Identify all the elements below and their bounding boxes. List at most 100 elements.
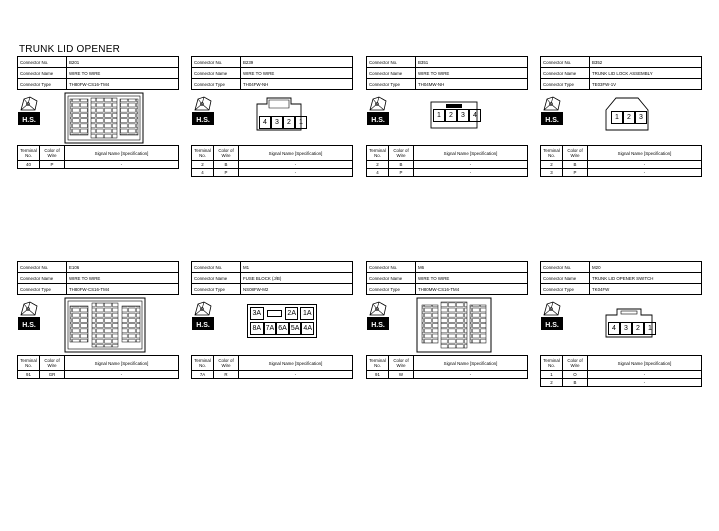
fuse-cavity: 5A: [288, 322, 302, 335]
terminal-no-header: Terminal No.: [191, 355, 214, 371]
pin: 3: [635, 111, 647, 124]
connector-no-label: Connector No.: [366, 56, 416, 68]
connector-outline: [605, 308, 653, 338]
terminal-no-header: Terminal No.: [540, 145, 563, 161]
connector-name-label: Connector Name: [17, 67, 67, 79]
connector-type-value: TH80FW-CS16-TM4: [66, 78, 179, 90]
terminal-no-header: Terminal No.: [366, 145, 389, 161]
signal-name-header: Signal Name [Specification]: [587, 145, 702, 161]
signal-cell: -: [413, 160, 528, 169]
connector-no-value: B201: [66, 56, 179, 68]
connector-type-label: Connector Type: [540, 78, 590, 90]
color-of-wire-header: Color of Wire: [39, 355, 65, 371]
connector-no-value: B352: [589, 56, 702, 68]
color-cell: GR: [39, 370, 65, 379]
pin: 2: [623, 111, 635, 124]
connector-type-label: Connector Type: [17, 283, 67, 295]
connector-type-value: TK04FW: [589, 283, 702, 295]
terminal-no-header: Terminal No.: [540, 355, 563, 371]
pin: 3: [620, 322, 632, 335]
connector-outline: [430, 101, 478, 129]
color-cell: B: [562, 378, 588, 387]
pin-row: 4 3 2 1: [259, 116, 307, 129]
connector-type-label: Connector Type: [191, 78, 241, 90]
connector-no-label: Connector No.: [191, 56, 241, 68]
fuse-cavity: 6A: [276, 322, 289, 335]
terminal-no-header: Terminal No.: [366, 355, 389, 371]
signal-cell: -: [238, 370, 353, 379]
signal-cell: -: [64, 160, 179, 169]
terminal-cell: 40: [17, 160, 40, 169]
connector-diagram: [366, 295, 528, 355]
pin: 2: [632, 322, 644, 335]
signal-name-header: Signal Name [Specification]: [64, 145, 179, 161]
signal-cell: -: [238, 168, 353, 177]
connector-type-label: Connector Type: [191, 283, 241, 295]
terminal-cell: 2: [366, 160, 389, 169]
connector-diagram: 4 3 2 1: [191, 90, 353, 145]
hs-icon: [192, 300, 214, 330]
hs-icon: [541, 300, 563, 330]
connector-no-label: Connector No.: [191, 261, 241, 273]
fuse-cavity: 1A: [300, 307, 314, 320]
hs-icon: [367, 300, 389, 330]
signal-cell: -: [64, 370, 179, 379]
color-cell: B: [562, 160, 588, 169]
terminal-cell: 2: [540, 160, 563, 169]
connector-face-large: [64, 92, 144, 144]
color-cell: B: [213, 160, 239, 169]
color-of-wire-header: Color of Wire: [213, 355, 239, 371]
color-cell: P: [213, 168, 239, 177]
connector-type-label: Connector Type: [366, 283, 416, 295]
connector-no-value: M1: [240, 261, 353, 273]
color-cell: R: [213, 370, 239, 379]
connector-name-label: Connector Name: [191, 67, 241, 79]
color-cell: B: [388, 160, 414, 169]
color-cell: O: [562, 370, 588, 379]
connector-face-large: [64, 297, 146, 353]
connector-type-label: Connector Type: [540, 283, 590, 295]
pin-row: 4 3 2 1: [608, 322, 656, 335]
color-of-wire-header: Color of Wire: [388, 355, 414, 371]
terminal-no-header: Terminal No.: [191, 145, 214, 161]
connector-no-value: M6: [415, 261, 528, 273]
signal-name-header: Signal Name [Specification]: [587, 355, 702, 371]
connector-diagram: 1 2 3: [540, 90, 702, 145]
connector-diagram: 3A 2A 1A 8A 7A 6A 5A 4A: [191, 295, 353, 355]
connector-name-value: WIRE TO WIRE: [240, 67, 353, 79]
connector-type-value: TH80FW-CS16-TM4: [66, 283, 179, 295]
connector-name-value: FUSE BLOCK (J/B): [240, 272, 353, 284]
fuse-key: [266, 310, 282, 317]
connector-name-label: Connector Name: [540, 272, 590, 284]
connector-name-label: Connector Name: [191, 272, 241, 284]
connector-name-value: WIRE TO WIRE: [415, 272, 528, 284]
connector-name-value: TRUNK LID OPENER SWITCH: [589, 272, 702, 284]
color-of-wire-header: Color of Wire: [39, 145, 65, 161]
pin: 2: [283, 116, 295, 129]
signal-name-header: Signal Name [Specification]: [64, 355, 179, 371]
color-of-wire-header: Color of Wire: [213, 145, 239, 161]
terminal-cell: 1: [540, 370, 563, 379]
signal-name-header: Signal Name [Specification]: [238, 355, 353, 371]
connector-name-label: Connector Name: [366, 272, 416, 284]
fuse-block-face: 3A 2A 1A 8A 7A 6A 5A 4A: [247, 304, 317, 338]
pin-row: 1 2 3 4: [433, 109, 481, 122]
